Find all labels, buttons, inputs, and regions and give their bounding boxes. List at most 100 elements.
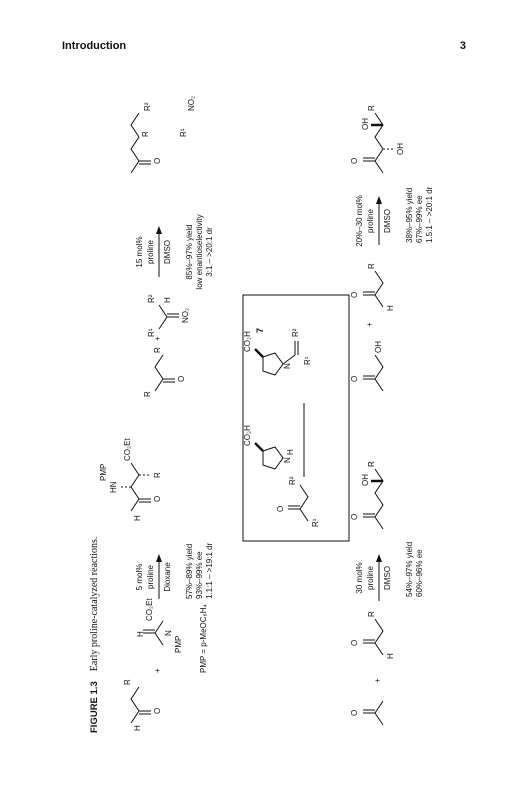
r3-ee: 93%–99% ee [195, 551, 204, 599]
plus-3: + [153, 668, 162, 673]
ald3-r: R [123, 679, 132, 685]
k4-r1: R [143, 391, 152, 397]
r4-dr: 3:1 – >20:1 dr [205, 227, 214, 277]
r2-ee: 67%–99% ee [415, 195, 424, 243]
enamine-structure [254, 341, 299, 376]
p3-co2et: CO₂Et [123, 438, 132, 461]
ald1-h: H [386, 653, 395, 659]
nitroalkene-structure [158, 304, 179, 330]
r4-yield: 85%–97% yield [185, 224, 194, 280]
p4-o: O [153, 157, 162, 164]
carbonyl-substrate-structure [288, 484, 309, 522]
p2-oh1: OH [361, 118, 370, 130]
imine-co2et: CO₂Et [145, 598, 154, 621]
page-header: Introduction 3 [62, 40, 466, 56]
nitro-h: H [163, 297, 172, 303]
proline-structure [254, 442, 284, 470]
enamine-r1: R¹ [303, 356, 312, 365]
p4-r1: R¹ [179, 128, 188, 137]
proline-h: H [286, 449, 295, 455]
ald2-h: H [386, 305, 395, 311]
ald2-o: O [350, 291, 359, 298]
r1-solvent: DMSO [383, 566, 392, 590]
aldehyde-2-structure [363, 270, 384, 308]
figure-bonds [119, 112, 395, 726]
r2-catalyst: 20%–30 mol% [355, 195, 364, 247]
imine-pmp: PMP [174, 635, 183, 653]
page-number: 3 [459, 40, 466, 52]
r3-catalyst-name: proline [146, 564, 155, 590]
imine-h: H [136, 631, 145, 637]
ald1-r: R [367, 611, 376, 617]
figure-caption-text: Early proline-catalyzed reactions. [89, 536, 100, 672]
nitro-no2: NO₂ [181, 307, 190, 323]
mechanism-box [242, 294, 350, 542]
r1-catalyst: 30 mol% [355, 562, 364, 594]
figure-caption: FIGURE 1.3 Early proline-catalyzed reacti… [89, 537, 100, 733]
ald3-o: O [153, 707, 162, 714]
acetone-o: O [350, 709, 359, 716]
r4-solvent: DMSO [163, 240, 172, 264]
proline-n: N [283, 457, 292, 463]
r1-yield: 54%–97% yield [405, 541, 414, 597]
k4-r2: R [153, 347, 162, 353]
p4-r2: R² [143, 102, 152, 111]
p3-pmp: PMP [99, 463, 108, 481]
hydroxyacetone-structure [363, 354, 384, 392]
r3-catalyst: 5 mol% [135, 563, 144, 591]
ald3-h: H [133, 725, 142, 731]
imine-structure [143, 620, 164, 646]
p3-r: R [153, 472, 162, 478]
ald1-o: O [350, 639, 359, 646]
enamine-co2h: CO₂H [243, 331, 252, 352]
p3-hn: HN [109, 481, 118, 493]
r2-yield: 38%–95% yield [405, 187, 414, 243]
p3-o: O [153, 495, 162, 502]
enamine-r2: R² [291, 328, 300, 337]
r2-solvent: DMSO [383, 209, 392, 233]
p2-r: R [367, 105, 376, 111]
ald2-r: R [367, 263, 376, 269]
r1-catalyst-name: proline [366, 565, 375, 591]
r3-dr: 1.1:1 – >19:1 dr [205, 542, 214, 599]
aldol-product-1-structure [363, 468, 384, 530]
ketone-4-structure [154, 354, 175, 392]
hydroxyacetone-o: O [350, 375, 359, 382]
pmp-definition: PMP = p-MeOC₆H₄ [199, 604, 208, 673]
p4-no2: NO₂ [187, 95, 196, 111]
plus-2: + [365, 322, 374, 327]
aldehyde-3-structure [130, 686, 151, 724]
imine-n: N [164, 630, 173, 636]
figure-1-3: O + O H R 30 mol% proline DMSO 54%–97% y… [83, 83, 483, 733]
r2-dr: 1.5:1 – >20:1 dr [425, 186, 434, 243]
p1-r: R [367, 461, 376, 467]
compound-number: 7 [255, 327, 265, 333]
plus-4: + [153, 336, 162, 341]
diol-product-structure [363, 112, 395, 174]
p1-oh: OH [361, 474, 370, 486]
figure-label: FIGURE 1.3 [89, 681, 100, 733]
k4-o: O [177, 375, 186, 382]
p3-h: H [133, 515, 142, 521]
r2-catalyst-name: proline [366, 208, 375, 234]
r3-yield: 57%–89% yield [185, 543, 194, 599]
r4-catalyst-name: proline [146, 239, 155, 265]
mannich-product-structure [119, 462, 151, 512]
p2-o: O [350, 157, 359, 164]
nitro-r2: R² [147, 294, 156, 303]
michael-product-structure [130, 112, 151, 174]
p1-o: O [350, 513, 359, 520]
plus-1: + [373, 678, 382, 683]
r3-solvent: Dioxane [163, 562, 172, 592]
r4-catalyst: 15 mol% [135, 236, 144, 268]
nitro-r1: R¹ [147, 328, 156, 337]
enamine-n: N [283, 363, 292, 369]
r1-ee: 60%–96% ee [415, 549, 424, 597]
hydroxyacetone-oh: OH [374, 341, 383, 353]
r4-selectivity: low enantioselectivity [195, 214, 204, 290]
p2-oh2: OH [396, 143, 405, 155]
aldehyde-1-structure [363, 618, 384, 656]
section-title: Introduction [62, 40, 127, 52]
p4-r: R [141, 131, 150, 137]
acetone-structure [363, 700, 384, 726]
